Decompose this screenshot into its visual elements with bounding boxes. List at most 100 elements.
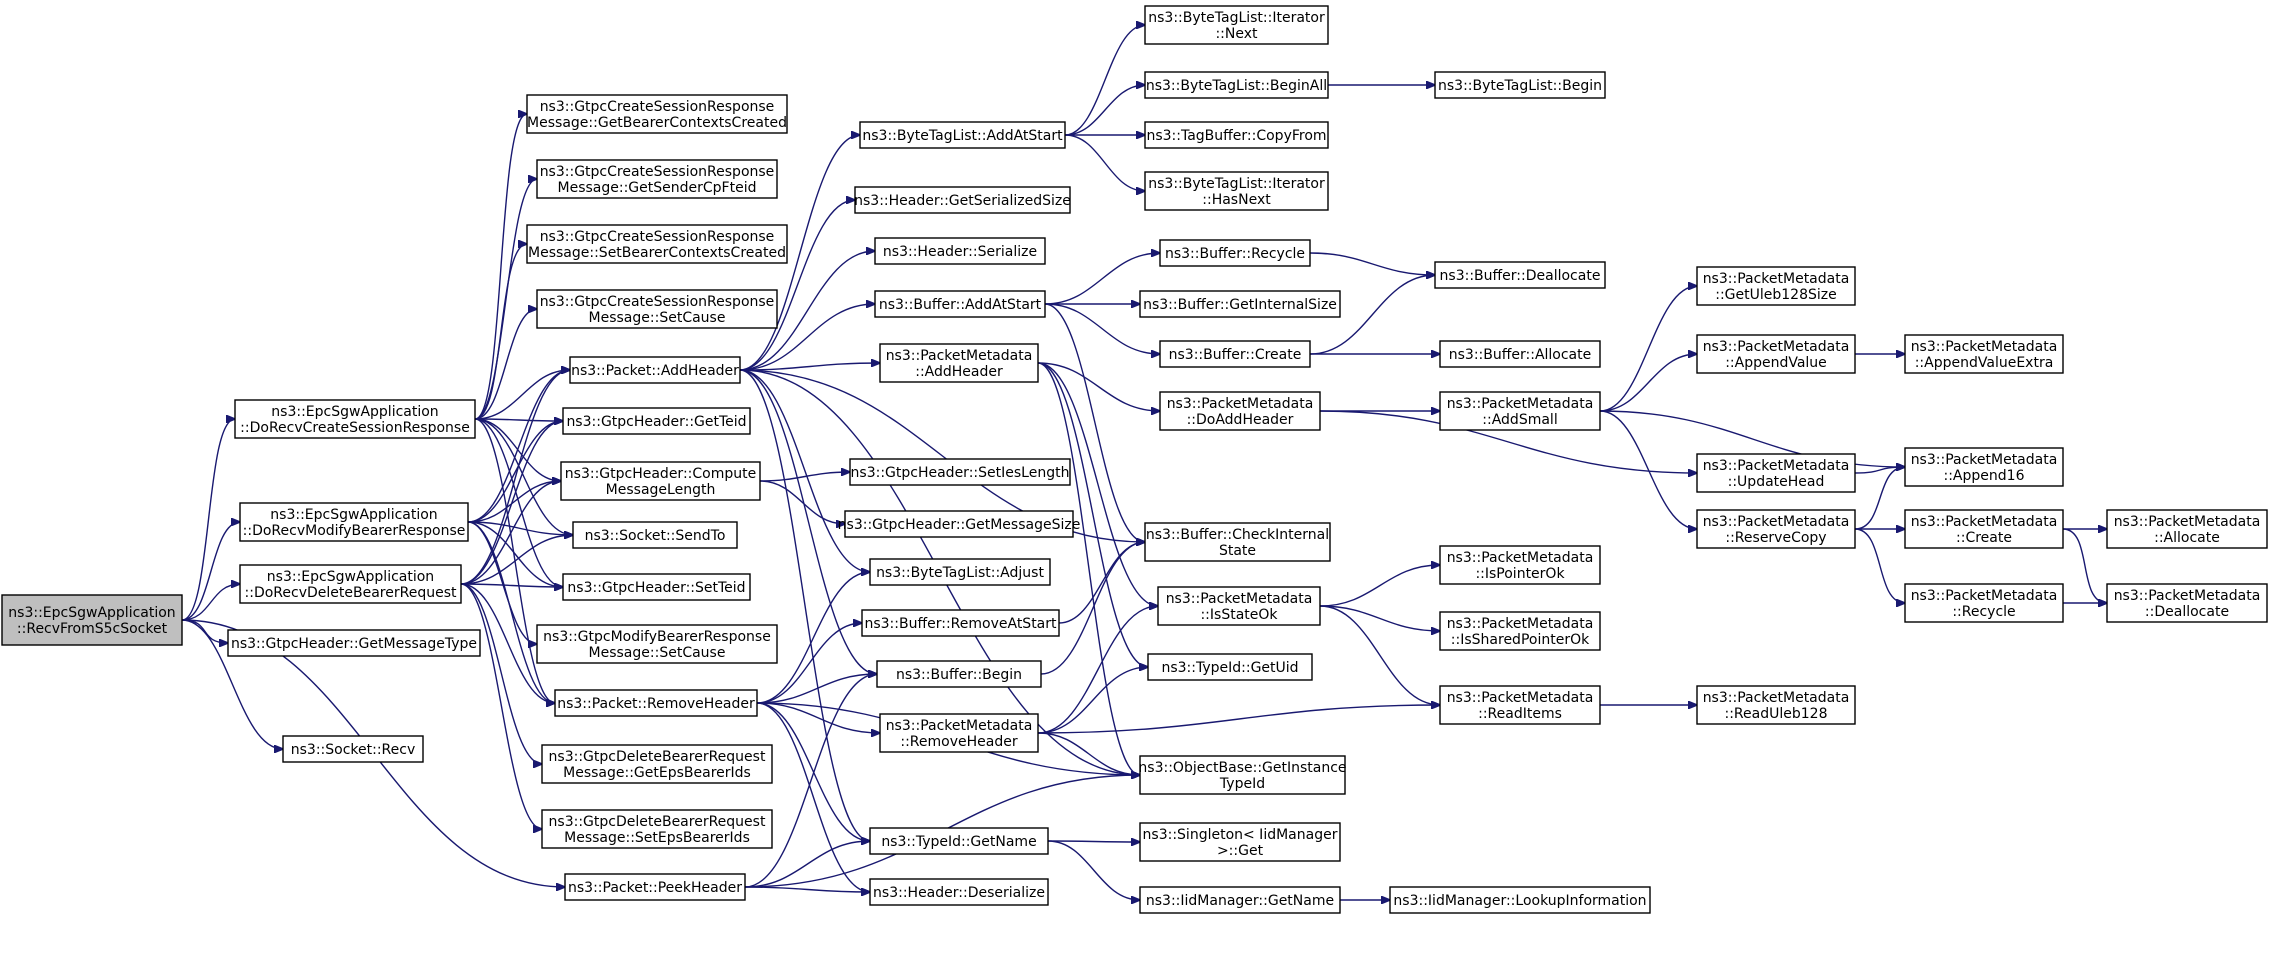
function-node-dgeb[interactable]: ns3::GtpcDeleteBearerRequestMessage::Get… xyxy=(541,744,773,784)
node-label: ::AddSmall xyxy=(1482,412,1557,428)
function-node-bras[interactable]: ns3::Buffer::RemoveAtStart xyxy=(861,609,1060,637)
function-node-pmdeal[interactable]: ns3::PacketMetadata::Deallocate xyxy=(2106,583,2268,623)
function-node-brec[interactable]: ns3::Buffer::Recycle xyxy=(1159,239,1311,267)
function-node-bthn[interactable]: ns3::ByteTagList::Iterator::HasNext xyxy=(1144,171,1329,211)
function-node-pmiso[interactable]: ns3::PacketMetadata::IsStateOk xyxy=(1157,586,1321,626)
node-label: State xyxy=(1219,543,1256,559)
call-edge xyxy=(739,363,880,371)
function-node-hser[interactable]: ns3::Header::Serialize xyxy=(874,237,1046,265)
function-node-pmah[interactable]: ns3::PacketMetadata::AddHeader xyxy=(879,343,1039,383)
function-node-root[interactable]: ns3::EpcSgwApplication::RecvFromS5cSocke… xyxy=(1,594,183,646)
function-node-gms[interactable]: ns3::GtpcHeader::GetMessageSize xyxy=(838,510,1081,538)
function-node-pmrcy[interactable]: ns3::PacketMetadata::Recycle xyxy=(1904,583,2064,623)
call-edge xyxy=(1309,252,1435,275)
function-node-steid[interactable]: ns3::GtpcHeader::SetTeid xyxy=(562,573,751,601)
function-node-btaas[interactable]: ns3::ByteTagList::AddAtStart xyxy=(859,121,1066,149)
call-edge xyxy=(739,135,860,371)
function-node-pmgu[interactable]: ns3::PacketMetadata::GetUleb128Size xyxy=(1696,266,1856,306)
call-edge xyxy=(474,419,563,421)
node-label: ::UpdateHead xyxy=(1728,474,1825,490)
function-node-pph[interactable]: ns3::Packet::PeekHeader xyxy=(564,873,746,901)
function-node-dmbr[interactable]: ns3::EpcSgwApplication::DoRecvModifyBear… xyxy=(239,502,469,542)
edge-pmas-to-pmgu xyxy=(1599,286,1697,412)
call-edge xyxy=(467,521,555,703)
function-node-gscf[interactable]: ns3::GtpcCreateSessionResponseMessage::G… xyxy=(536,159,778,199)
call-edge xyxy=(756,674,877,704)
function-node-mbsc[interactable]: ns3::GtpcModifyBearerResponseMessage::Se… xyxy=(536,624,778,664)
edge-pah-to-baas xyxy=(739,304,875,371)
node-label: Message::GetEpsBearerIds xyxy=(563,765,751,781)
function-node-pmas[interactable]: ns3::PacketMetadata::AddSmall xyxy=(1439,391,1601,431)
function-node-pmav[interactable]: ns3::PacketMetadata::AppendValue xyxy=(1696,334,1856,374)
function-node-hdes[interactable]: ns3::Header::Deserialize xyxy=(869,878,1049,906)
node-label: ns3::ByteTagList::Begin xyxy=(1438,78,1602,94)
function-node-gbcc[interactable]: ns3::GtpcCreateSessionResponseMessage::G… xyxy=(526,94,788,134)
edge-bbeg-to-bcis xyxy=(1040,542,1145,675)
node-label: ns3::PacketMetadata xyxy=(1911,588,2058,604)
function-node-sendto[interactable]: ns3::Socket::SendTo xyxy=(572,521,738,549)
edge-dcsr-to-csc xyxy=(474,309,537,420)
function-node-bcre[interactable]: ns3::Buffer::Create xyxy=(1159,340,1311,368)
function-node-pmru[interactable]: ns3::PacketMetadata::ReadUleb128 xyxy=(1696,685,1856,725)
function-node-dcsr[interactable]: ns3::EpcSgwApplication::DoRecvCreateSess… xyxy=(234,399,476,439)
function-node-csc[interactable]: ns3::GtpcCreateSessionResponseMessage::S… xyxy=(536,289,778,329)
call-edge xyxy=(744,674,877,888)
function-node-baas[interactable]: ns3::Buffer::AddAtStart xyxy=(874,290,1046,318)
function-node-tguid[interactable]: ns3::TypeId::GetUid xyxy=(1147,653,1313,681)
function-node-gteid[interactable]: ns3::GtpcHeader::GetTeid xyxy=(562,407,751,435)
edge-dcsr-to-gbcc xyxy=(474,114,527,420)
node-box xyxy=(869,827,1049,855)
function-node-pah[interactable]: ns3::Packet::AddHeader xyxy=(569,356,741,384)
function-node-sgl[interactable]: ns3::Singleton< IidManager>::Get xyxy=(1139,822,1341,862)
function-node-pmipo[interactable]: ns3::PacketMetadata::IsPointerOk xyxy=(1439,545,1601,585)
node-label: Message::SetCause xyxy=(589,645,726,661)
function-node-ddbr[interactable]: ns3::EpcSgwApplication::DoRecvDeleteBear… xyxy=(239,564,462,604)
function-node-bdeal[interactable]: ns3::Buffer::Deallocate xyxy=(1434,261,1606,289)
function-node-bgis[interactable]: ns3::Buffer::GetInternalSize xyxy=(1139,290,1341,318)
function-node-pmcre[interactable]: ns3::PacketMetadata::Create xyxy=(1904,509,2064,549)
function-node-igname[interactable]: ns3::IidManager::GetName xyxy=(1139,886,1341,914)
node-box xyxy=(1159,391,1321,431)
call-edge xyxy=(739,369,1145,542)
function-node-pmri[interactable]: ns3::PacketMetadata::ReadItems xyxy=(1439,685,1601,725)
function-node-pma16[interactable]: ns3::PacketMetadata::Append16 xyxy=(1904,447,2064,487)
edge-ddbr-to-prh xyxy=(460,583,555,703)
function-node-recv[interactable]: ns3::Socket::Recv xyxy=(282,735,424,763)
edge-baas-to-bcre xyxy=(1044,303,1160,354)
function-node-pmrh[interactable]: ns3::PacketMetadata::RemoveHeader xyxy=(879,713,1039,753)
call-edge xyxy=(1047,841,1140,842)
function-node-btadj[interactable]: ns3::ByteTagList::Adjust xyxy=(869,558,1051,586)
function-node-gmt[interactable]: ns3::GtpcHeader::GetMessageType xyxy=(227,629,481,657)
function-node-hgss[interactable]: ns3::Header::GetSerializedSize xyxy=(854,186,1071,214)
node-box xyxy=(869,878,1049,906)
call-edge xyxy=(467,421,563,523)
node-box xyxy=(1439,685,1601,725)
edge-pmas-to-pmrc xyxy=(1599,410,1697,529)
function-node-btin[interactable]: ns3::ByteTagList::Iterator::Next xyxy=(1144,5,1329,45)
function-node-balloc[interactable]: ns3::Buffer::Allocate xyxy=(1439,340,1601,368)
function-node-btbeg[interactable]: ns3::ByteTagList::Begin xyxy=(1434,71,1606,99)
function-node-dseb[interactable]: ns3::GtpcDeleteBearerRequestMessage::Set… xyxy=(541,809,773,849)
function-node-prh[interactable]: ns3::Packet::RemoveHeader xyxy=(554,689,758,717)
function-node-bbeg[interactable]: ns3::Buffer::Begin xyxy=(876,660,1042,688)
function-node-sil[interactable]: ns3::GtpcHeader::SetIesLength xyxy=(849,458,1071,486)
function-node-tbcf[interactable]: ns3::TagBuffer::CopyFrom xyxy=(1144,121,1329,149)
function-nodes: ns3::EpcSgwApplication::RecvFromS5cSocke… xyxy=(1,5,2268,914)
function-node-pmalloc[interactable]: ns3::PacketMetadata::Allocate xyxy=(2106,509,2268,549)
function-node-sbcc[interactable]: ns3::GtpcCreateSessionResponseMessage::S… xyxy=(526,224,788,264)
edge-root-to-ddbr xyxy=(181,584,240,621)
edge-pah-to-pmah xyxy=(739,363,880,371)
function-node-tgn[interactable]: ns3::TypeId::GetName xyxy=(869,827,1049,855)
function-node-pmdah[interactable]: ns3::PacketMetadata::DoAddHeader xyxy=(1159,391,1321,431)
function-node-pmuh[interactable]: ns3::PacketMetadata::UpdateHead xyxy=(1696,453,1856,493)
function-node-pmave[interactable]: ns3::PacketMetadata::AppendValueExtra xyxy=(1904,334,2064,374)
function-node-btba[interactable]: ns3::ByteTagList::BeginAll xyxy=(1144,71,1329,99)
function-node-pmispo[interactable]: ns3::PacketMetadata::IsSharedPointerOk xyxy=(1439,611,1601,651)
function-node-pmrc[interactable]: ns3::PacketMetadata::ReserveCopy xyxy=(1696,509,1856,549)
function-node-ilook[interactable]: ns3::IidManager::LookupInformation xyxy=(1389,886,1651,914)
node-box xyxy=(1904,583,2064,623)
node-box xyxy=(1144,522,1331,562)
